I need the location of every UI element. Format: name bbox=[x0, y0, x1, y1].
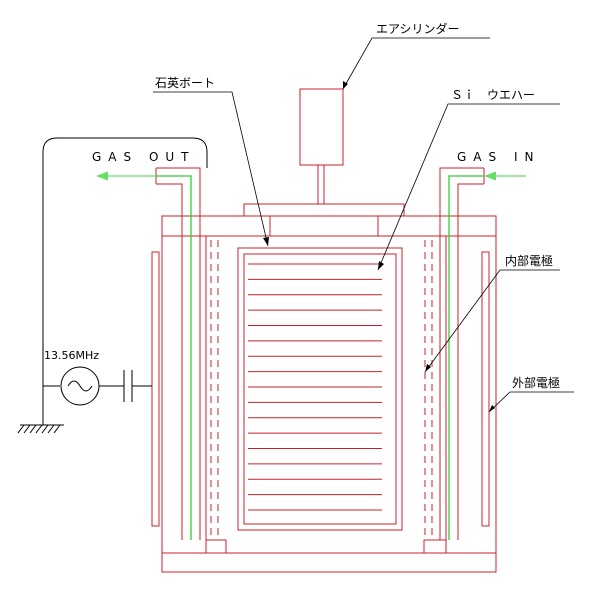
quartz-boat-inner bbox=[243, 253, 397, 525]
leader-quartz-boat bbox=[153, 91, 269, 247]
rf-wire-top bbox=[42, 137, 208, 386]
wafer-stack bbox=[248, 263, 382, 511]
leader-lines bbox=[153, 37, 574, 413]
leader-si-wafer bbox=[377, 103, 560, 271]
chamber bbox=[151, 203, 497, 573]
label-rf-source: 13.56MHz bbox=[44, 349, 99, 362]
outer-electrode-left bbox=[151, 251, 160, 527]
leader-outer-electrode-arrowhead bbox=[489, 405, 495, 412]
leader-air-cylinder bbox=[342, 37, 490, 90]
rf-circuit bbox=[17, 137, 208, 434]
bottom-plate bbox=[161, 552, 497, 573]
inner-electrodes bbox=[210, 240, 433, 540]
leader-inner-electrode-arrowhead bbox=[425, 364, 431, 372]
gas-out-flow bbox=[156, 175, 192, 540]
gas-in-pipe-wall-outer bbox=[439, 167, 484, 540]
quartz-boat-outer bbox=[237, 247, 403, 531]
air-cylinder bbox=[299, 88, 344, 204]
gas-out-pipe-wall-outer bbox=[156, 167, 201, 540]
inner-electrode-foot-right bbox=[423, 539, 447, 554]
leader-air-cylinder-arrowhead bbox=[343, 81, 348, 89]
top-flange bbox=[161, 215, 497, 237]
leader-quartz-boat-arrowhead bbox=[263, 237, 269, 246]
gas-in-arrowhead bbox=[484, 171, 496, 181]
label-outer-electrode: 外部電極 bbox=[512, 375, 560, 390]
label-quartz-boat: 石英ボート bbox=[155, 76, 215, 90]
label-si-wafer: Ｓｉ ウエハー bbox=[451, 88, 535, 102]
air-cylinder-body bbox=[299, 88, 344, 166]
gas-out-pipe bbox=[96, 167, 201, 540]
gas-in-pipe-wall-inner bbox=[457, 183, 484, 540]
ground-icon bbox=[17, 424, 61, 434]
label-gas-in: GAS IN bbox=[457, 150, 540, 164]
gas-in-flow bbox=[448, 175, 484, 540]
gas-out-arrowhead bbox=[96, 171, 108, 181]
leader-outer-electrode bbox=[488, 391, 574, 413]
label-gas-out: GAS OUT bbox=[92, 150, 196, 164]
inner-electrode-foot-left bbox=[205, 539, 227, 554]
gas-in-pipe bbox=[439, 167, 526, 540]
gas-out-pipe-wall-inner bbox=[156, 183, 183, 540]
leader-inner-electrode bbox=[424, 269, 560, 373]
inner-vessel bbox=[205, 235, 447, 554]
top-plate bbox=[243, 203, 405, 217]
outer-electrode-right bbox=[481, 251, 490, 527]
ac-source-wave bbox=[67, 380, 93, 392]
leader-si-wafer-arrowhead bbox=[378, 261, 384, 270]
label-inner-electrode: 内部電極 bbox=[505, 253, 553, 268]
label-air-cylinder: エアシリンダー bbox=[376, 21, 460, 36]
